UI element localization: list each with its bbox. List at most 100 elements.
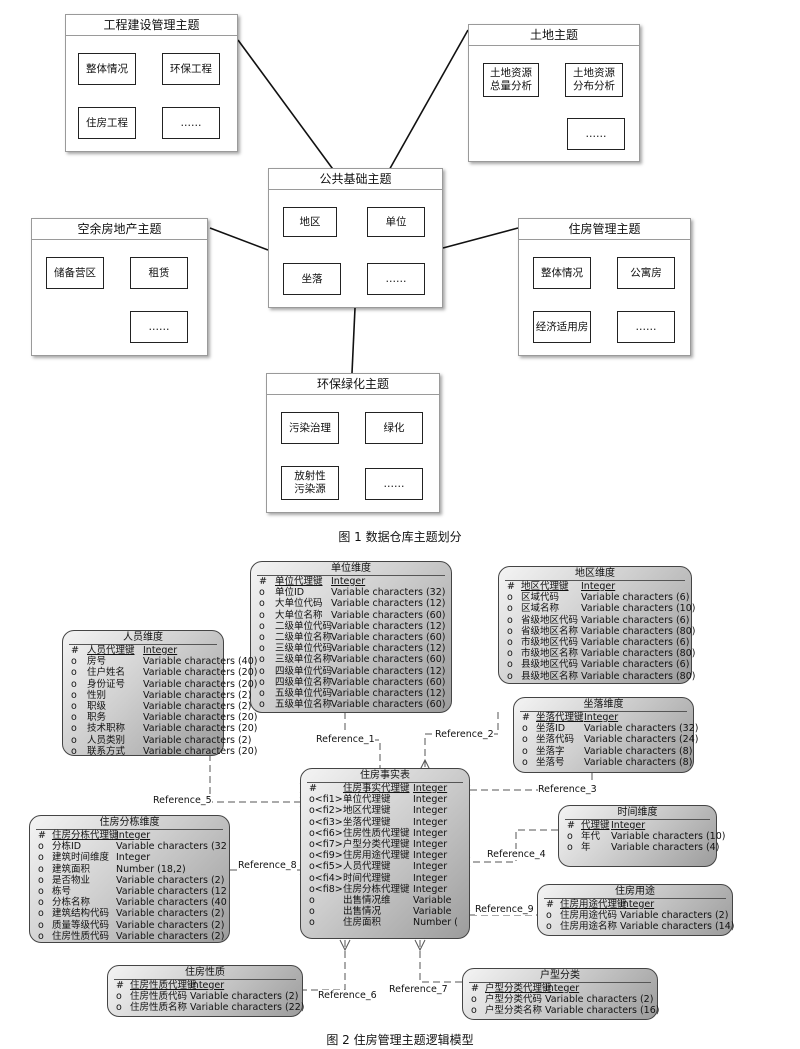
attribute-marker: o: [38, 874, 44, 886]
ref9-label: Reference_9: [475, 904, 534, 915]
attribute-type: Variable characters (40: [116, 897, 227, 909]
attribute-marker: #: [507, 581, 515, 592]
attribute-name: 三级单位名称: [275, 654, 333, 666]
attribute-type: Variable characters (2): [143, 700, 252, 712]
attribute-type: Integer: [620, 899, 655, 910]
attribute-type: Variable characters (8): [584, 745, 693, 757]
ref5-label: Reference_5: [153, 795, 212, 806]
attribute-name: 户型分类名称: [485, 1005, 543, 1017]
attribute-type: Integer: [116, 852, 151, 864]
attribute-name: 年: [581, 842, 591, 854]
attribute-marker: o: [259, 699, 265, 711]
attribute-marker: o<fi5>: [309, 861, 343, 873]
attribute-name: 坐落代理键: [536, 712, 584, 723]
attribute-type: Integer: [413, 861, 448, 873]
attribute-name: 坐落号: [536, 756, 565, 768]
housing-item-affordable: 经济适用房: [533, 311, 591, 343]
attribute-name: 代理键: [581, 820, 610, 831]
attribute-name: 单位ID: [275, 587, 305, 599]
attribute-marker: o: [38, 841, 44, 853]
attribute-marker: o: [546, 921, 552, 933]
attribute-marker: o: [471, 1005, 477, 1017]
attribute-name: 户型分类代理键: [343, 838, 410, 850]
attribute-type: Variable characters (2): [116, 908, 225, 920]
group-housing: 住房管理主题 整体情况 公寓房 经济适用房 ……: [518, 218, 691, 356]
entity-divider: [565, 819, 710, 820]
attribute-marker: o: [71, 712, 77, 724]
attribute-marker: o: [71, 745, 77, 757]
ref7-label: Reference_7: [389, 984, 448, 995]
ref2-label: Reference_2: [435, 729, 494, 740]
attribute-type: Number (18,2): [116, 863, 186, 875]
attribute-name: 住房用途名称: [560, 921, 618, 933]
attribute-name: 地区代理键: [521, 581, 569, 592]
attribute-marker: o: [71, 667, 77, 679]
attribute-name: 住房性质名称: [130, 1002, 188, 1014]
attribute-marker: o: [259, 598, 265, 610]
attribute-name: 住房用途代码: [560, 910, 618, 922]
attribute-name: 县级地区名称: [521, 670, 579, 682]
attribute-marker: o: [259, 676, 265, 688]
attribute-type: Variable characters (12): [331, 620, 446, 632]
entity-title: 住房事实表: [360, 770, 410, 781]
attribute-marker: o: [116, 1002, 122, 1014]
attribute-marker: o: [38, 885, 44, 897]
attribute-name: 分栋ID: [52, 841, 82, 853]
attribute-type: Integer: [190, 980, 225, 991]
attribute-type: Integer: [413, 783, 448, 794]
attribute-type: Variable characters (12: [116, 885, 227, 897]
land-item-total: 土地资源 总量分析: [483, 63, 539, 97]
attribute-type: Integer: [413, 794, 448, 806]
attribute-type: Integer: [413, 838, 448, 850]
attribute-marker: o: [259, 687, 265, 699]
attribute-type: Variable characters (12): [331, 598, 446, 610]
attribute-name: 地区代理键: [343, 805, 391, 817]
eng-item-overall: 整体情况: [78, 53, 136, 85]
green-item-more: ……: [365, 468, 423, 500]
attribute-marker: o: [116, 991, 122, 1003]
attribute-type: Variable characters (80): [581, 670, 696, 682]
group-vacant-title: 空余房地产主题: [32, 219, 207, 240]
attribute-type: Variable characters (20): [143, 745, 258, 757]
attribute-type: Variable characters (2): [116, 930, 225, 942]
attribute-type: Variable characters (6): [581, 592, 690, 604]
vacant-item-lease: 租赁: [130, 257, 188, 289]
group-green-title: 环保绿化主题: [267, 374, 439, 395]
attribute-marker: o<fi9>: [309, 850, 343, 862]
attribute-name: 质量等级代码: [52, 919, 110, 931]
public-item-location: 坐落: [283, 263, 341, 295]
attribute-marker: o: [259, 609, 265, 621]
ref1-label: Reference_1: [316, 734, 375, 745]
attribute-marker: o: [567, 842, 573, 854]
attribute-marker: o: [507, 614, 513, 626]
attribute-name: 住房用途代理键: [343, 850, 410, 862]
attribute-type: Variable characters (32): [584, 723, 699, 735]
attribute-marker: o: [507, 625, 513, 637]
entity-title: 人员维度: [123, 632, 163, 643]
group-engineering: 工程建设管理主题 整体情况 环保工程 住房工程 ……: [65, 14, 238, 152]
attribute-marker: o: [507, 659, 513, 671]
attribute-marker: o: [309, 906, 315, 918]
attribute-name: 坐落ID: [536, 723, 566, 735]
attribute-type: Variable characters (6): [581, 659, 690, 671]
